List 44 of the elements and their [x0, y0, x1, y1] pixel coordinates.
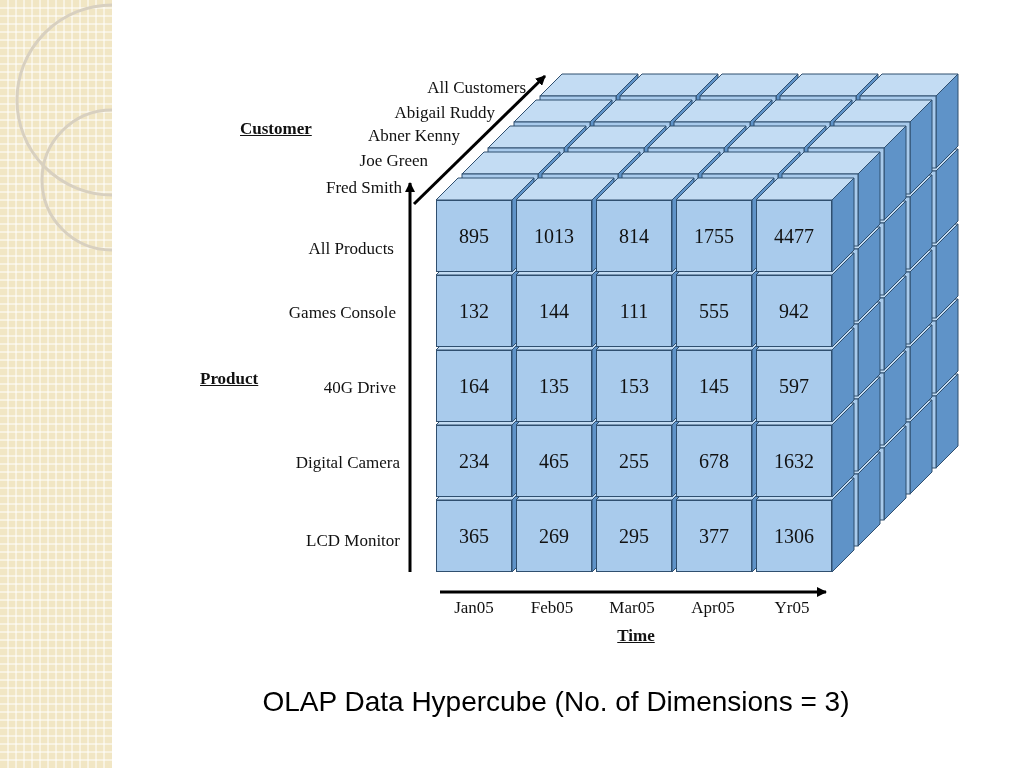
axis-member-label: Joe Green: [359, 151, 428, 171]
axis-member-label: Feb05: [529, 598, 575, 618]
value-cell: 153: [596, 350, 672, 422]
axis-title: Product: [200, 369, 259, 389]
axis-member-label: All Customers: [427, 78, 526, 98]
value-cell: 295: [596, 500, 672, 572]
value-cell: 269: [516, 500, 592, 572]
axis-member-label: Fred Smith: [325, 178, 402, 198]
axis-member-label: Digital Camera: [295, 453, 400, 473]
axis-member-label: LCD Monitor: [306, 531, 400, 551]
value-cell: 145: [676, 350, 752, 422]
axis-member-label: Yr05: [773, 598, 811, 618]
axis-title: Customer: [240, 119, 312, 139]
value-cell: 555: [676, 275, 752, 347]
value-cell: 814: [596, 200, 672, 272]
value-cell: 1306: [756, 500, 832, 572]
value-cell: 597: [756, 350, 832, 422]
value-cell: 377: [676, 500, 752, 572]
value-cell: 255: [596, 425, 672, 497]
value-cell: 942: [756, 275, 832, 347]
value-cell: 465: [516, 425, 592, 497]
value-cell: 678: [676, 425, 752, 497]
axis-member-label: All Products: [308, 239, 394, 259]
axis-member-label: Mar05: [608, 598, 656, 618]
value-cell: 365: [436, 500, 512, 572]
value-cell: 4477: [756, 200, 832, 272]
caption: OLAP Data Hypercube (No. of Dimensions = 3): [261, 686, 851, 718]
axis-member-label: Jan05: [453, 598, 495, 618]
axis-member-label: Abigail Ruddy: [394, 103, 495, 123]
value-cell: 164: [436, 350, 512, 422]
value-cell: 1013: [516, 200, 592, 272]
value-cell: 135: [516, 350, 592, 422]
value-cell: 895: [436, 200, 512, 272]
axis-member-label: Apr05: [690, 598, 736, 618]
axis-member-label: Games Console: [288, 303, 396, 323]
value-cell: 1755: [676, 200, 752, 272]
value-cell: 144: [516, 275, 592, 347]
value-cell: 1632: [756, 425, 832, 497]
value-cell: 132: [436, 275, 512, 347]
axis-member-label: 40G Drive: [323, 378, 396, 398]
value-cell: 234: [436, 425, 512, 497]
axis-title: Time: [616, 626, 656, 646]
value-cell: 111: [596, 275, 672, 347]
axis-member-label: Abner Kenny: [367, 126, 460, 146]
